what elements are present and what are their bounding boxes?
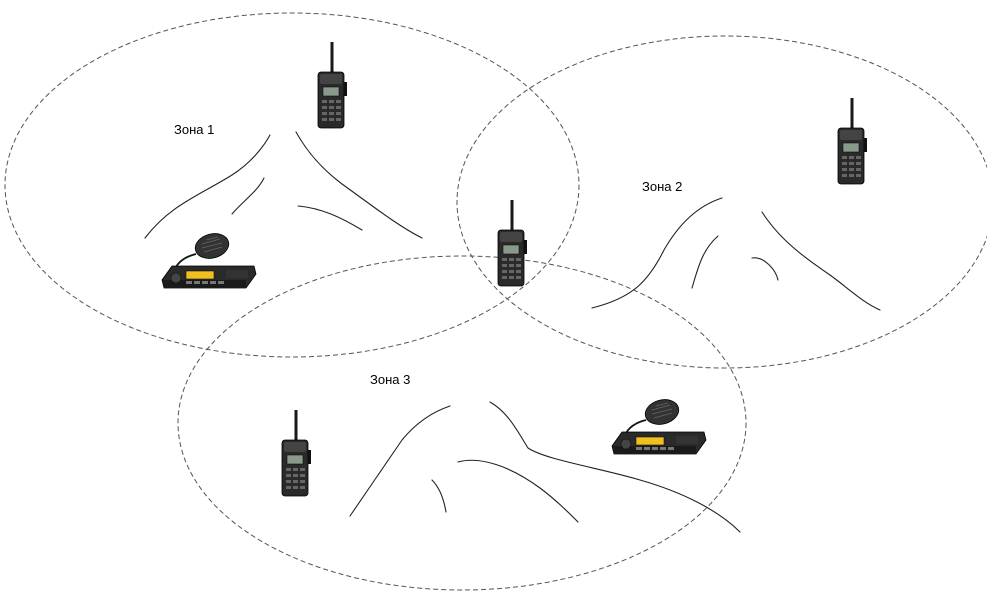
handheld-radio-icon [282, 410, 311, 496]
handheld-radio-icon [838, 98, 867, 184]
mobile-radio-icon [612, 396, 706, 454]
mobile-radio-icon [162, 230, 256, 288]
zone-2-boundary [457, 36, 987, 368]
zone-1-label: Зона 1 [174, 122, 214, 137]
zone-2-label: Зона 2 [642, 179, 682, 194]
mountain-1 [145, 132, 422, 238]
zone-3-label: Зона 3 [370, 372, 410, 387]
radio-tower-icon [260, 82, 296, 152]
radio-tower-icon [722, 150, 758, 220]
handheld-radio-icon [498, 200, 527, 286]
mountain-2 [592, 198, 880, 310]
handheld-radio-icon [318, 42, 347, 128]
radio-tower-icon [452, 348, 488, 418]
zone-1-boundary [5, 13, 579, 357]
mountain-3 [350, 402, 740, 532]
